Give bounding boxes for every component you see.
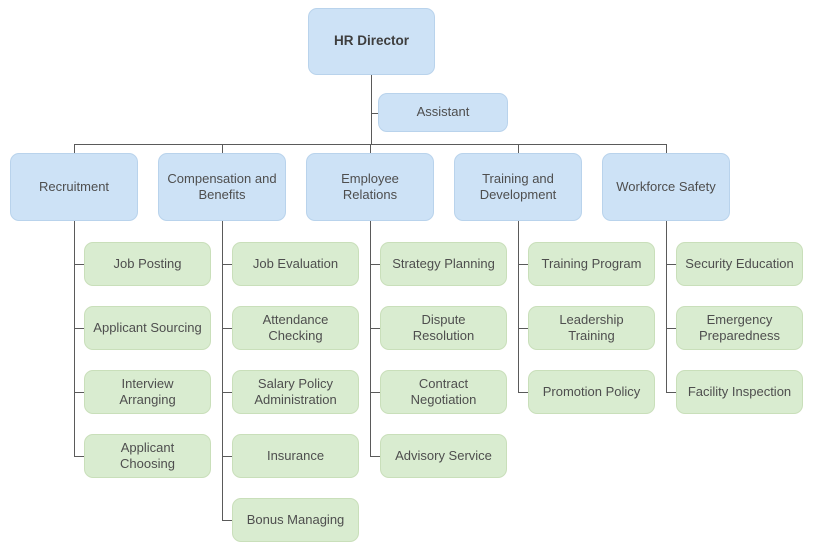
connector-line	[74, 144, 75, 153]
node-leaf-job-posting[interactable]: Job Posting	[84, 242, 211, 286]
node-leaf-facility-inspection[interactable]: Facility Inspection	[676, 370, 803, 414]
connector-line	[222, 456, 232, 457]
node-leaf-training-program[interactable]: Training Program	[528, 242, 655, 286]
node-leaf-interview-arranging-label: Interview Arranging	[119, 375, 176, 407]
node-leaf-contract-negotiation[interactable]: Contract Negotiation	[380, 370, 507, 414]
connector-line	[518, 392, 528, 393]
node-leaf-job-posting-label: Job Posting	[113, 255, 182, 271]
node-leaf-dispute-resolution-label: Dispute Resolution	[412, 311, 475, 343]
connector-line	[371, 113, 378, 114]
connector-line	[518, 328, 528, 329]
node-leaf-applicant-choosing-label: Applicant Choosing	[120, 439, 175, 471]
node-hr-director[interactable]: HR Director	[308, 8, 435, 75]
connector-line	[74, 456, 84, 457]
node-leaf-salary-policy-administration[interactable]: Salary Policy Administration	[232, 370, 359, 414]
connector-line	[370, 264, 380, 265]
connector-line	[222, 392, 232, 393]
connector-line	[74, 328, 84, 329]
connector-line	[222, 264, 232, 265]
node-leaf-attendance-checking[interactable]: Attendance Checking	[232, 306, 359, 350]
connector-line	[666, 264, 676, 265]
node-leaf-applicant-sourcing[interactable]: Applicant Sourcing	[84, 306, 211, 350]
node-leaf-training-program-label: Training Program	[541, 255, 642, 271]
node-leaf-applicant-sourcing-label: Applicant Sourcing	[93, 319, 202, 335]
connector-line	[518, 144, 519, 153]
connector-line	[370, 456, 380, 457]
node-dept-employee-relations-label: Employee Relations	[341, 170, 399, 202]
connector-line	[370, 328, 380, 329]
connector-line	[666, 144, 667, 153]
node-leaf-bonus-managing-label: Bonus Managing	[246, 511, 345, 527]
connector-line	[222, 520, 232, 521]
node-leaf-promotion-policy[interactable]: Promotion Policy	[528, 370, 655, 414]
connector-line	[370, 392, 380, 393]
node-dept-compensation-and-benefits-label: Compensation and Benefits	[167, 170, 277, 202]
node-leaf-bonus-managing[interactable]: Bonus Managing	[232, 498, 359, 542]
node-leaf-advisory-service-label: Advisory Service	[395, 447, 492, 463]
connector-line	[371, 75, 372, 144]
node-leaf-interview-arranging[interactable]: Interview Arranging	[84, 370, 211, 414]
connector-line	[222, 328, 232, 329]
connector-line	[666, 221, 667, 392]
connector-line	[74, 392, 84, 393]
node-leaf-applicant-choosing[interactable]: Applicant Choosing	[84, 434, 211, 478]
node-leaf-emergency-preparedness[interactable]: Emergency Preparedness	[676, 306, 803, 350]
node-leaf-job-evaluation[interactable]: Job Evaluation	[232, 242, 359, 286]
node-dept-compensation-and-benefits[interactable]: Compensation and Benefits	[158, 153, 286, 221]
connector-line	[74, 221, 75, 456]
node-leaf-leadership-training-label: Leadership Training	[559, 311, 624, 343]
connector-line	[518, 221, 519, 392]
node-dept-recruitment[interactable]: Recruitment	[10, 153, 138, 221]
node-leaf-leadership-training[interactable]: Leadership Training	[528, 306, 655, 350]
node-leaf-facility-inspection-label: Facility Inspection	[687, 383, 792, 399]
node-leaf-attendance-checking-label: Attendance Checking	[262, 311, 329, 343]
connector-line	[370, 221, 371, 456]
node-leaf-salary-policy-administration-label: Salary Policy Administration	[254, 375, 337, 407]
node-dept-workforce-safety[interactable]: Workforce Safety	[602, 153, 730, 221]
connector-line	[222, 144, 223, 153]
node-leaf-insurance[interactable]: Insurance	[232, 434, 359, 478]
node-hr-director-label: HR Director	[333, 33, 409, 49]
node-leaf-promotion-policy-label: Promotion Policy	[542, 383, 641, 399]
node-dept-recruitment-label: Recruitment	[38, 178, 110, 194]
node-leaf-advisory-service[interactable]: Advisory Service	[380, 434, 507, 478]
connector-line	[666, 392, 676, 393]
node-assistant[interactable]: Assistant	[378, 93, 508, 132]
node-leaf-dispute-resolution[interactable]: Dispute Resolution	[380, 306, 507, 350]
node-assistant-label: Assistant	[416, 104, 470, 120]
node-leaf-contract-negotiation-label: Contract Negotiation	[410, 375, 477, 407]
node-dept-employee-relations[interactable]: Employee Relations	[306, 153, 434, 221]
connector-line	[518, 264, 528, 265]
node-dept-workforce-safety-label: Workforce Safety	[616, 178, 716, 194]
node-leaf-insurance-label: Insurance	[266, 447, 325, 463]
node-dept-training-and-development-label: Training and Development	[479, 170, 557, 202]
node-leaf-security-education[interactable]: Security Education	[676, 242, 803, 286]
connector-line	[74, 264, 84, 265]
node-leaf-emergency-preparedness-label: Emergency Preparedness	[699, 311, 780, 343]
connector-line	[222, 221, 223, 520]
node-leaf-strategy-planning[interactable]: Strategy Planning	[380, 242, 507, 286]
node-leaf-job-evaluation-label: Job Evaluation	[252, 255, 339, 271]
connector-line	[370, 144, 371, 153]
connector-line	[666, 328, 676, 329]
node-dept-training-and-development[interactable]: Training and Development	[454, 153, 582, 221]
node-leaf-strategy-planning-label: Strategy Planning	[392, 255, 495, 271]
node-leaf-security-education-label: Security Education	[685, 255, 794, 271]
